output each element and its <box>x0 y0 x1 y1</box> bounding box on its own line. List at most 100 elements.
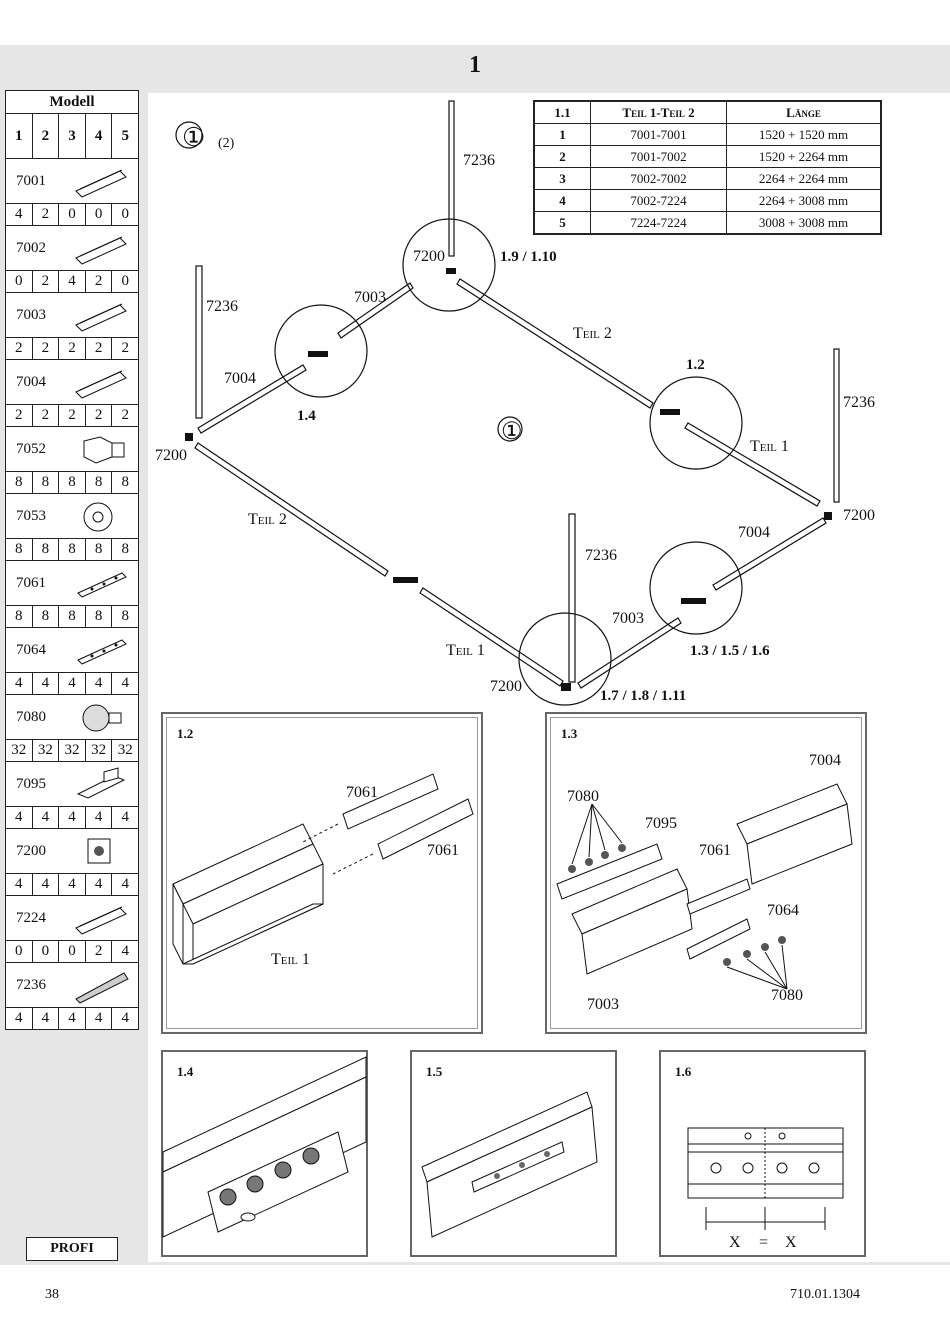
step-number: 1 <box>469 52 481 78</box>
part-id: 7061 <box>16 574 46 591</box>
detail-1-2-part-b: 7061 <box>427 842 459 859</box>
part-cell: 7004 <box>5 359 139 405</box>
part-cell: 7224 <box>5 895 139 941</box>
label-teil1-right: Teil 1 <box>750 438 789 455</box>
quantity-cell: 2 <box>84 337 113 360</box>
part-id: 7053 <box>16 507 46 524</box>
quantity-cell: 4 <box>111 873 139 896</box>
label-post-right: 7236 <box>843 394 875 411</box>
part-row: 7061 <box>5 560 139 606</box>
footer-code: 710.01.1304 <box>790 1287 860 1302</box>
part-cell: 7001 <box>5 158 139 204</box>
rail-teil2-back <box>456 278 654 409</box>
quantity-cell: 2 <box>58 404 86 427</box>
rail-7003-back <box>337 282 414 339</box>
post-left <box>195 265 203 419</box>
part-row: 7064 <box>5 627 139 673</box>
quantity-cell: 8 <box>5 605 33 628</box>
part-cell: 7080 <box>5 694 139 740</box>
quantity-cell: 2 <box>84 270 113 293</box>
footer-page-number: 38 <box>45 1287 59 1302</box>
part-row: 7002 <box>5 225 139 271</box>
quantity-cell: 4 <box>5 203 33 226</box>
detail-box-1-2: 1.2 7061 7061 Teil 1 <box>161 712 483 1034</box>
part-row: 7053 <box>5 493 139 539</box>
detail-1-3-7095: 7095 <box>645 815 677 832</box>
quantity-cell: 2 <box>31 270 60 293</box>
post-profile-icon <box>75 972 129 1004</box>
quantity-cell: 4 <box>111 672 139 695</box>
quantity-cell: 4 <box>58 672 86 695</box>
quantity-cell: 2 <box>111 404 139 427</box>
connector-screws-front <box>681 598 706 604</box>
quantity-cell: 8 <box>5 471 33 494</box>
quantity-cell: 4 <box>84 672 113 695</box>
detail-1-3-7061: 7061 <box>699 842 731 859</box>
connector-plate-icon <box>77 572 127 598</box>
part-row: 7095 <box>5 761 139 807</box>
part-row: 7052 <box>5 426 139 472</box>
quantity-cell: 4 <box>111 1007 139 1030</box>
quantity-cell: 8 <box>111 471 139 494</box>
quantity-cell: 4 <box>58 270 86 293</box>
post-top <box>448 100 455 257</box>
quantity-cell: 0 <box>58 203 86 226</box>
part-row: 7003 <box>5 292 139 338</box>
detail-1-3-7080-a: 7080 <box>567 788 599 805</box>
label-teil1-front: Teil 1 <box>446 642 485 659</box>
quantity-cell: 4 <box>31 873 60 896</box>
length-header-length: Länge <box>726 100 882 124</box>
length-cell: 7001-7001 <box>590 123 727 146</box>
detail-tag: 1.3 <box>561 726 578 741</box>
length-cell: 7002-7002 <box>590 167 727 190</box>
detail-1-6-dim-right: X <box>785 1234 797 1251</box>
quantity-cell: 8 <box>111 538 139 561</box>
model-number: 5 <box>111 113 139 159</box>
detail-tag: 1.6 <box>675 1064 692 1079</box>
detail-1-3-7003: 7003 <box>587 996 619 1013</box>
label-corner-right: 7200 <box>843 507 875 524</box>
quantity-cell: 32 <box>84 739 113 762</box>
detail-circle-top <box>402 218 496 312</box>
quantity-cell: 8 <box>58 471 86 494</box>
ref-top: 1.9 / 1.10 <box>500 249 557 265</box>
model-number: 4 <box>84 113 113 159</box>
part-id: 7003 <box>16 306 46 323</box>
detail-1-3-7004: 7004 <box>809 752 841 769</box>
connector-screws-right <box>660 409 680 415</box>
part-cell: 7095 <box>5 761 139 807</box>
detail-box-1-6: 1.6 X = X <box>659 1050 866 1257</box>
quantity-cell: 4 <box>5 873 33 896</box>
quantity-cell: 4 <box>111 806 139 829</box>
step-symbol: ① <box>182 123 206 152</box>
detail-box-1-5: 1.5 <box>410 1050 617 1257</box>
header-band <box>0 45 950 93</box>
quantity-cell: 8 <box>111 605 139 628</box>
label-corner-left: 7200 <box>155 447 187 464</box>
ref-front: 1.7 / 1.8 / 1.11 <box>600 688 687 704</box>
detail-1-6-equals: = <box>759 1234 769 1251</box>
quantity-cell: 4 <box>84 1007 113 1030</box>
quantity-cell: 4 <box>84 806 113 829</box>
post-front <box>568 513 576 683</box>
part-cell: 7002 <box>5 225 139 271</box>
length-cell: 4 <box>533 189 591 212</box>
rail-teil1-front <box>419 587 564 687</box>
part-id: 7001 <box>16 172 46 189</box>
rail-teil1-right <box>684 422 821 507</box>
part-id: 7064 <box>16 641 46 658</box>
label-7004-back: 7004 <box>224 370 256 387</box>
rail-7003-front <box>577 617 682 689</box>
profi-badge: PROFI <box>26 1237 118 1261</box>
model-number-row: 1 2 3 4 5 <box>5 113 139 159</box>
ref-right: 1.2 <box>686 357 705 373</box>
connector-screws-mid <box>393 577 418 583</box>
quantity-cell: 2 <box>84 404 113 427</box>
length-cell: 7002-7224 <box>590 189 727 212</box>
